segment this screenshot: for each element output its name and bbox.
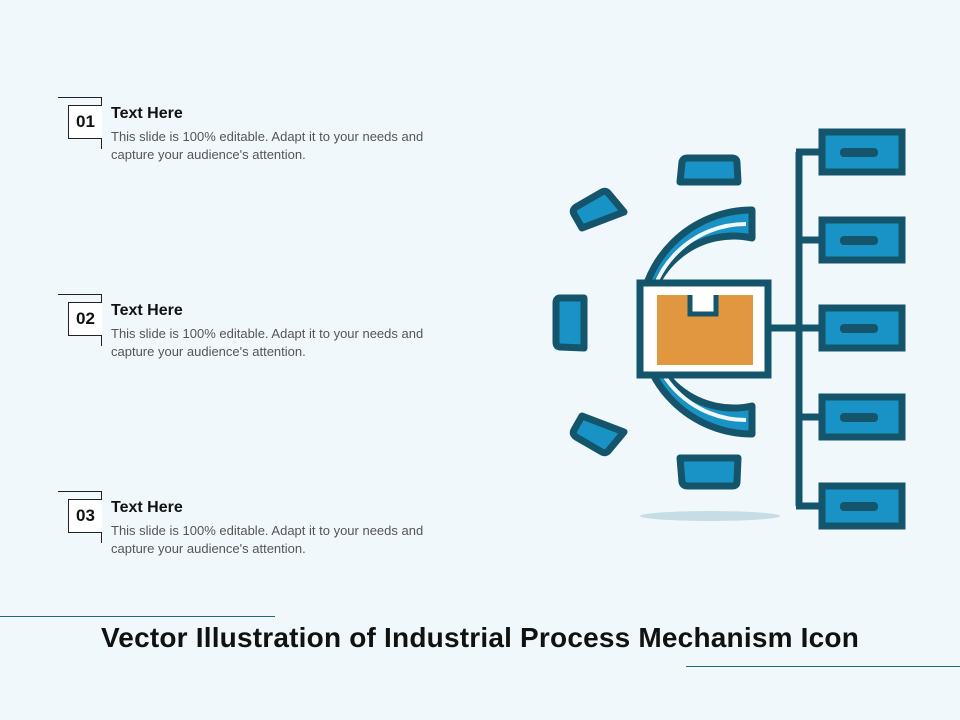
network-nodes (818, 128, 906, 530)
item-number: 03 (68, 499, 102, 533)
item-title: Text Here (111, 499, 183, 516)
node-icon (818, 128, 906, 176)
number-badge: 01 (58, 97, 102, 149)
node-icon (818, 216, 906, 264)
shadow-ellipse (640, 511, 780, 521)
item-description: This slide is 100% editable. Adapt it to… (111, 326, 424, 359)
network-lines (768, 148, 822, 510)
divider-left (0, 616, 275, 617)
list-item-3: 03 Text Here This slide is 100% editable… (58, 491, 438, 561)
item-number: 02 (68, 302, 102, 336)
number-badge: 03 (58, 491, 102, 543)
list-item-1: 01 Text Here This slide is 100% editable… (58, 97, 438, 167)
box-tape (687, 295, 719, 317)
item-description: This slide is 100% editable. Adapt it to… (111, 129, 424, 162)
node-icon (818, 304, 906, 352)
item-number: 01 (68, 105, 102, 139)
list-item-2: 02 Text Here This slide is 100% editable… (58, 294, 438, 364)
node-icon (818, 393, 906, 441)
item-description: This slide is 100% editable. Adapt it to… (111, 523, 424, 556)
node-icon (818, 482, 906, 530)
number-badge: 02 (58, 294, 102, 346)
gear-with-box-and-network-icon (552, 128, 906, 530)
divider-right (686, 666, 960, 667)
gear-icon (552, 154, 742, 490)
item-title: Text Here (111, 302, 183, 319)
item-title: Text Here (111, 105, 183, 122)
slide-title: Vector Illustration of Industrial Proces… (100, 622, 860, 653)
